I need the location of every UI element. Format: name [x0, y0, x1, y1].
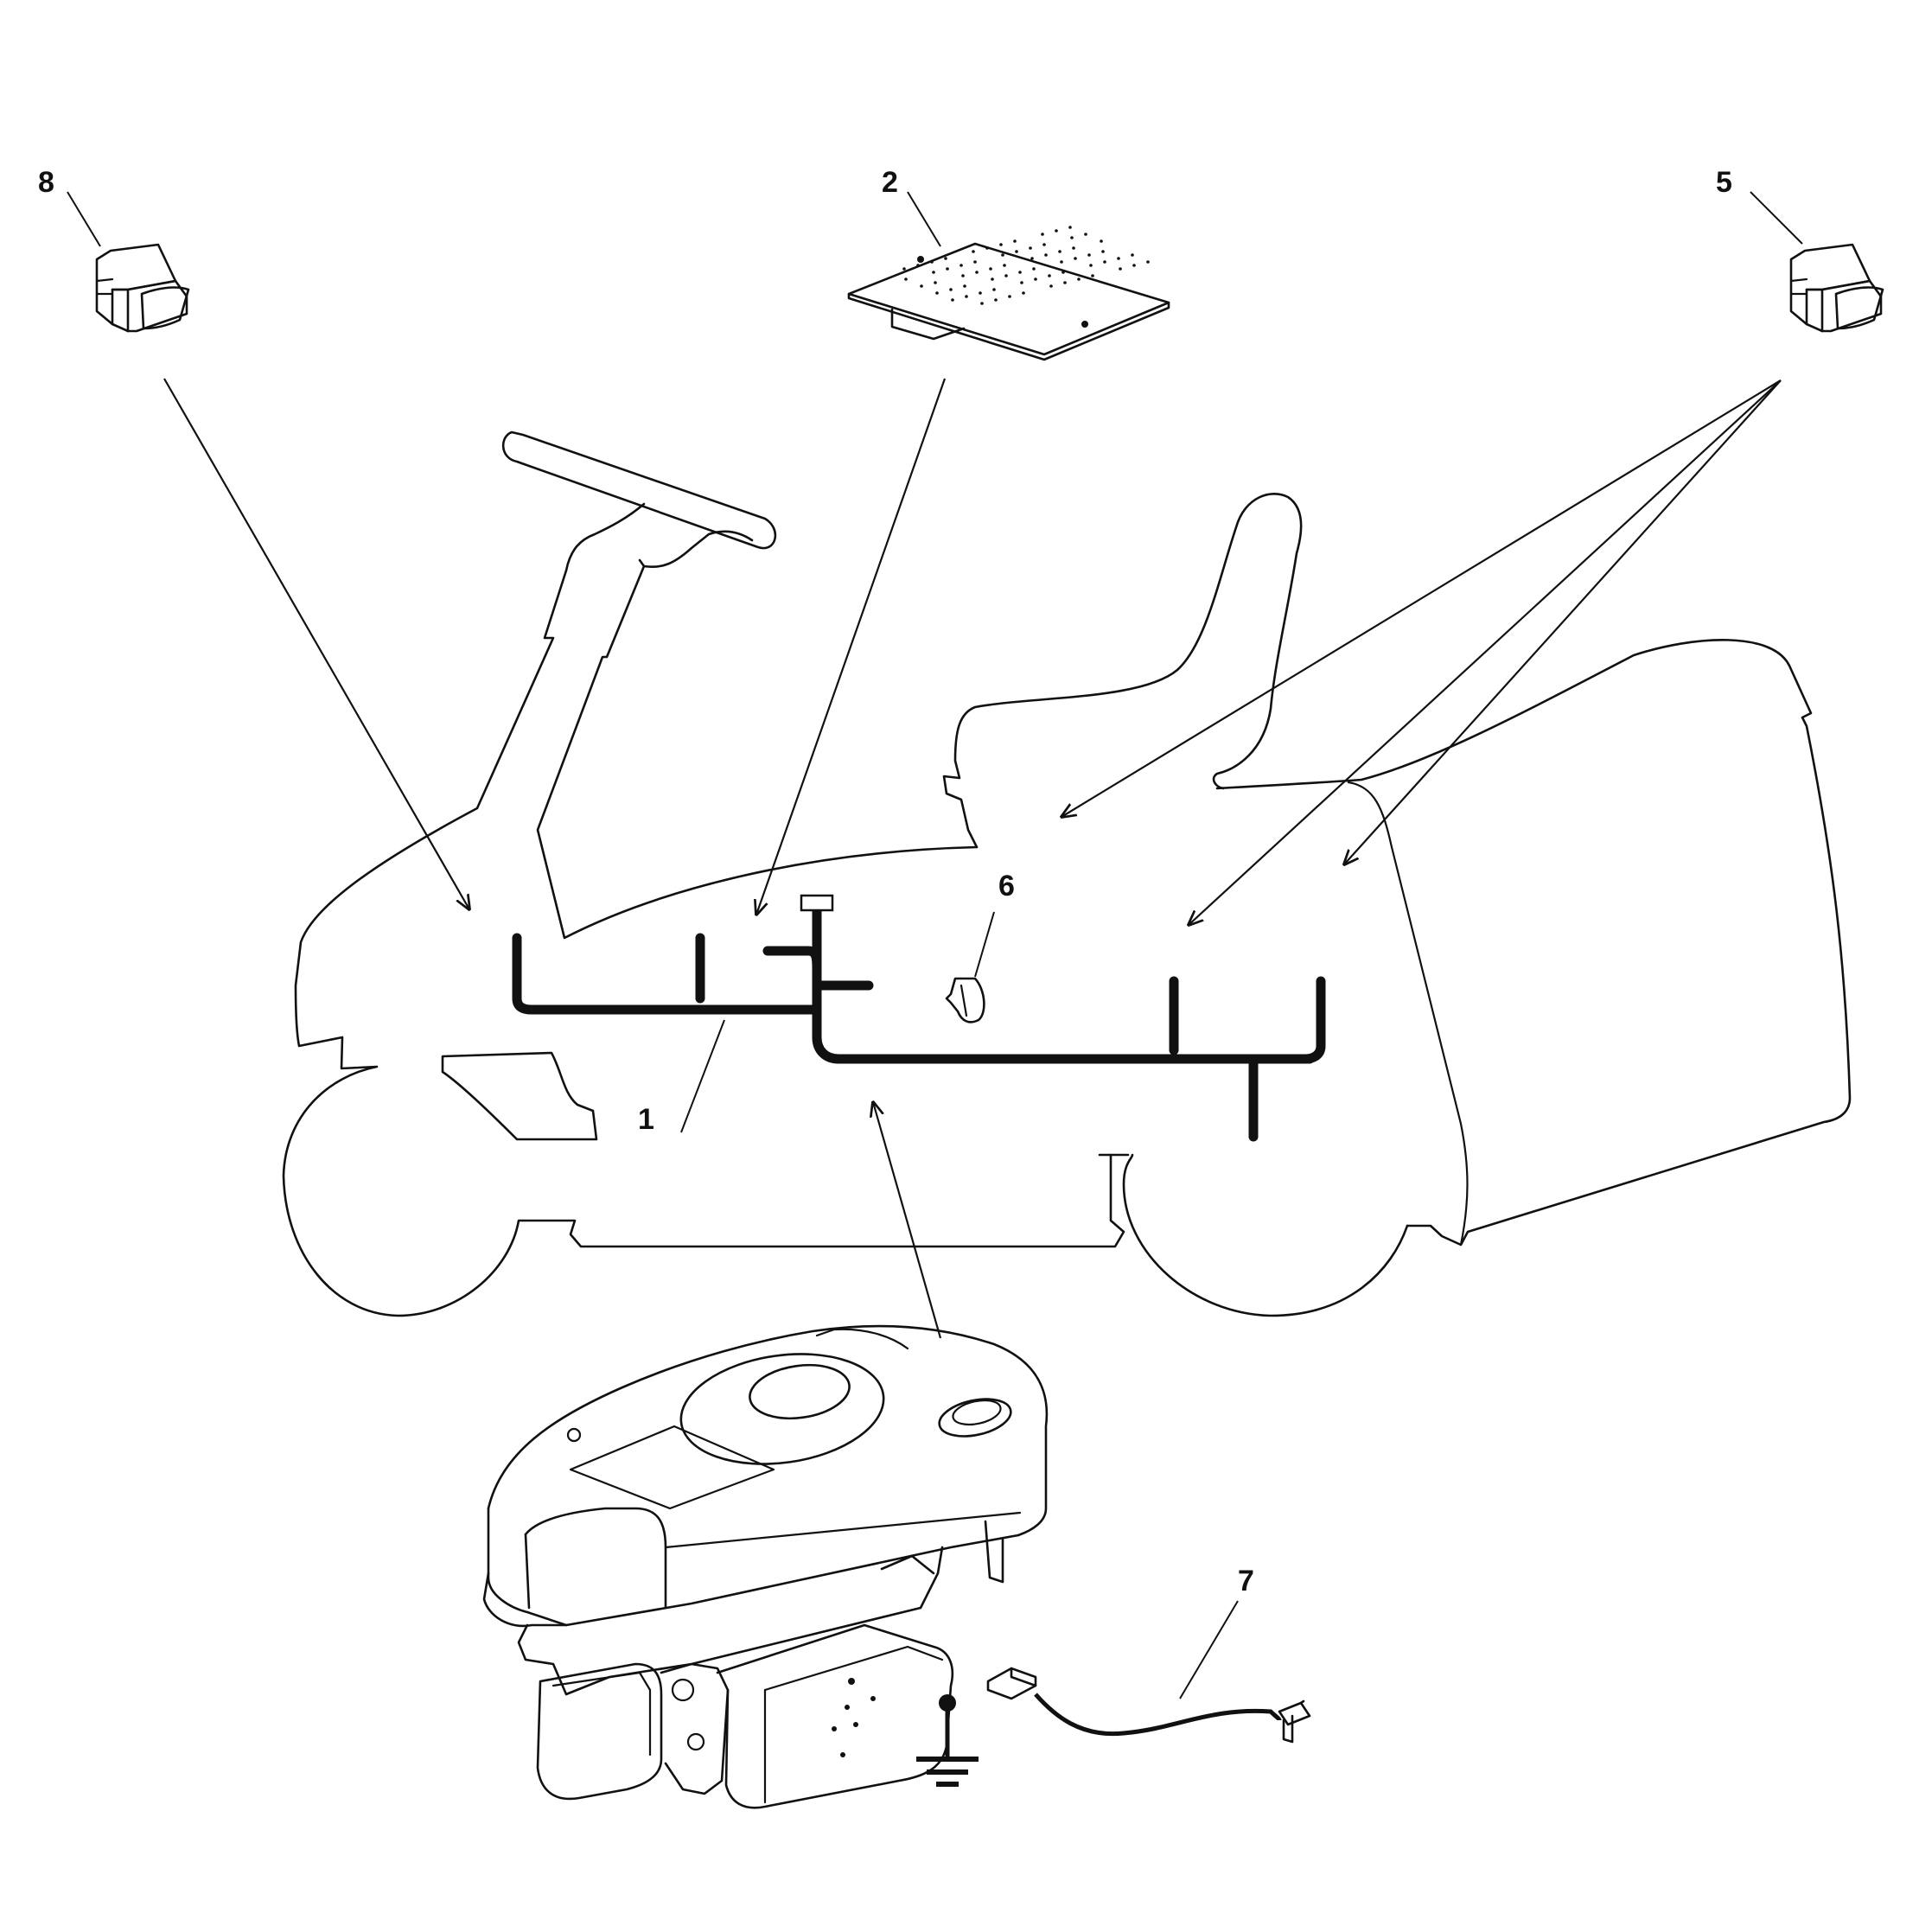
block-holes — [832, 1678, 876, 1757]
board-dot — [1103, 260, 1106, 264]
board-dot — [965, 295, 968, 298]
steering-column — [282, 502, 1125, 1317]
board-dot — [930, 260, 934, 264]
control-module — [847, 226, 1170, 361]
board-dot — [1048, 274, 1051, 277]
board-dot — [992, 288, 996, 291]
harness-connector — [800, 894, 834, 912]
board-dot — [1004, 274, 1008, 277]
callout-7: 7 — [1238, 1565, 1254, 1597]
board-dots — [917, 256, 1088, 328]
board-dot — [1077, 277, 1081, 281]
board-dot — [1055, 229, 1058, 233]
board-dot — [1084, 233, 1087, 236]
callout-labels: 8 2 5 6 1 7 — [38, 166, 1732, 1597]
board-dot — [932, 271, 935, 274]
board-dot — [1072, 246, 1075, 250]
board-dot — [1087, 253, 1091, 257]
wiring-harness — [512, 894, 1326, 1142]
tractor-outline — [282, 430, 1852, 1317]
board-dot — [1042, 243, 1046, 246]
board-dot — [1003, 264, 1006, 267]
board-dot — [1089, 264, 1093, 267]
board-dot — [991, 277, 994, 281]
ground-symbol — [916, 1694, 979, 1787]
board-dot — [1001, 253, 1004, 257]
switch-5 — [1789, 243, 1884, 333]
board-dot — [1013, 239, 1017, 243]
board-dot — [989, 267, 992, 271]
board-dot — [999, 243, 1003, 246]
board-dot — [1020, 281, 1023, 284]
board-dot — [1041, 233, 1044, 236]
grass-bag — [1215, 639, 1852, 1247]
board-dot — [1032, 267, 1036, 271]
callout-5: 5 — [1716, 166, 1732, 199]
steering-wheel — [501, 430, 777, 550]
board-dot — [1063, 281, 1067, 284]
board-dot — [935, 291, 939, 295]
board-dot — [972, 250, 975, 253]
board-dot — [1049, 284, 1053, 288]
board-dot — [1131, 253, 1134, 257]
front-fender-cut — [441, 1051, 598, 1141]
board-dot — [963, 284, 966, 288]
board-dot — [985, 246, 989, 250]
board-dot — [1022, 291, 1025, 295]
callout-2: 2 — [882, 166, 898, 199]
ground-wire — [986, 1667, 1311, 1744]
callout-6: 6 — [998, 870, 1015, 902]
callout-1: 1 — [638, 1103, 654, 1136]
board-dot — [916, 264, 920, 267]
board-dot — [944, 257, 947, 260]
board-dot — [949, 288, 953, 291]
board-dot — [1119, 267, 1122, 271]
board-dot — [994, 298, 998, 302]
board-dot — [960, 264, 963, 267]
cable-clip — [945, 977, 985, 1023]
board-dot — [1008, 295, 1011, 298]
board-dot — [1015, 250, 1018, 253]
board-dot — [961, 274, 965, 277]
board-dot — [975, 271, 979, 274]
board-dot — [1029, 246, 1032, 250]
board-dot — [1060, 260, 1063, 264]
board-dot — [1018, 271, 1022, 274]
board-dot — [1044, 253, 1048, 257]
board-dot — [1091, 274, 1094, 277]
board-dot — [1146, 260, 1150, 264]
board-dot — [1070, 236, 1074, 239]
board-pattern — [902, 226, 1150, 305]
leader-lines — [67, 191, 1803, 1699]
board-dot — [951, 298, 954, 302]
board-dot — [920, 284, 923, 288]
board-dot — [979, 291, 982, 295]
board-dot — [934, 281, 937, 284]
board-dot — [1030, 257, 1034, 260]
board-dot — [904, 277, 908, 281]
board-dot — [1117, 257, 1120, 260]
steering-column-right — [536, 530, 979, 940]
board-dot — [980, 302, 984, 305]
switch-8 — [95, 243, 190, 333]
board-dot — [1074, 257, 1077, 260]
engine — [482, 1324, 1049, 1809]
board-dot — [1034, 277, 1037, 281]
board-dot — [1062, 271, 1065, 274]
board-dot — [1058, 250, 1062, 253]
board-dot — [1100, 239, 1103, 243]
board-dot — [946, 267, 949, 271]
board-dot — [973, 260, 977, 264]
seat — [942, 493, 1303, 849]
board-dot — [1068, 226, 1072, 229]
callout-8: 8 — [38, 166, 54, 199]
board-dot — [1101, 250, 1105, 253]
board-dot — [1132, 264, 1136, 267]
rear-wheel — [1122, 1153, 1409, 1317]
grass-bag-inner — [1347, 781, 1469, 1247]
board-dot — [902, 267, 906, 271]
